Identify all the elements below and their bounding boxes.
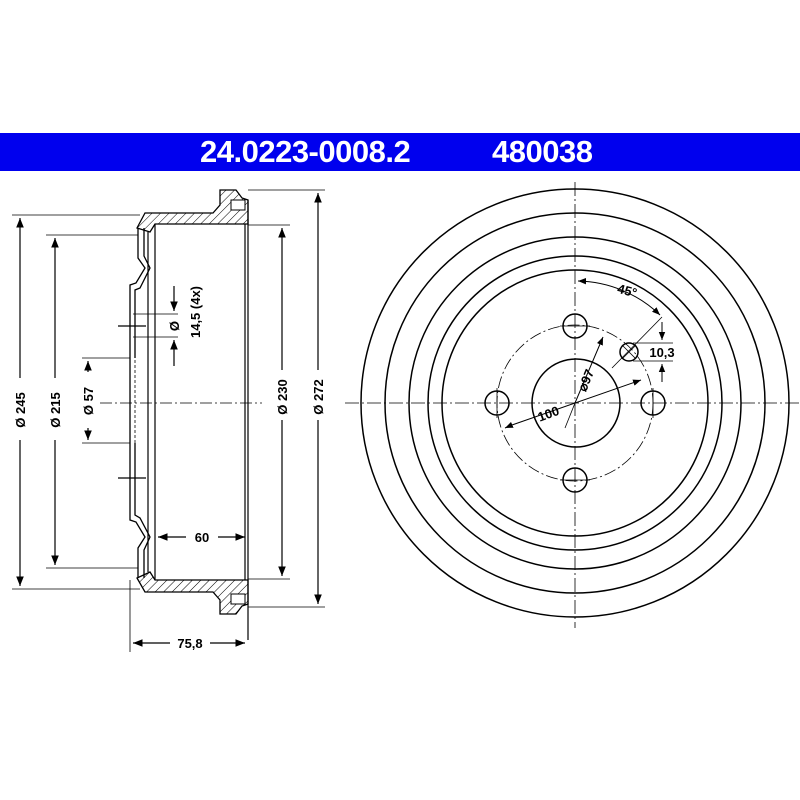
dim-bolt-circle-100: 100 xyxy=(536,403,562,425)
dim-angle-45: 45° xyxy=(616,281,639,301)
dim-hole-diameter-symbol: Ø xyxy=(167,321,182,331)
dim-hole-diameter-value: 14,5 (4x) xyxy=(188,286,203,338)
title-bar: 24.0223-0008.2 480038 xyxy=(0,133,800,171)
dim-outer-diameter-245: Ø 245 xyxy=(13,392,28,427)
dim-diameter-215: Ø 215 xyxy=(48,392,63,427)
side-view xyxy=(12,189,325,652)
dim-overall-height-75-8: 75,8 xyxy=(177,636,202,651)
dim-drum-inner-diameter-230: Ø 230 xyxy=(275,379,290,414)
part-number: 24.0223-0008.2 xyxy=(200,134,411,169)
dim-braking-width-60: 60 xyxy=(195,530,209,545)
front-view xyxy=(345,182,800,628)
dim-hub-diameter-57: Ø 57 xyxy=(81,387,96,415)
dim-pitch-circle-97: ⌀97 xyxy=(575,367,598,393)
reference-number: 480038 xyxy=(492,134,593,169)
dim-overall-diameter-272: Ø 272 xyxy=(311,379,326,414)
dim-small-hole-10-3: 10,3 xyxy=(649,345,674,360)
